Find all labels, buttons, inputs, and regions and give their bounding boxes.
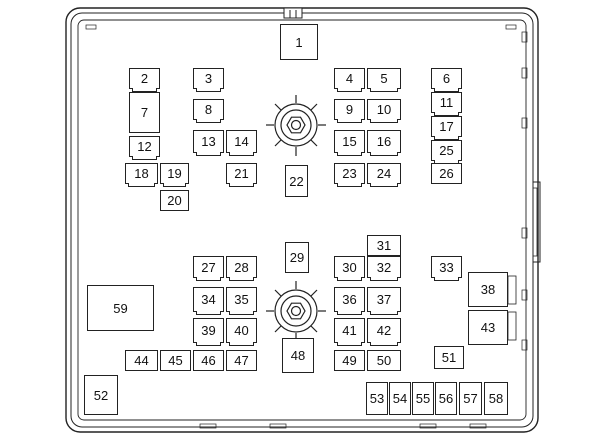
fuse-33: 33 — [431, 256, 462, 281]
fuse-2: 2 — [129, 68, 160, 92]
fuse-28: 28 — [226, 256, 257, 281]
fuse-18: 18 — [125, 163, 158, 187]
fuse-46: 46 — [193, 350, 224, 371]
fuse-9: 9 — [334, 99, 365, 123]
fuse-21: 21 — [226, 163, 257, 187]
fuse-20: 20 — [160, 190, 189, 211]
fuse-7: 7 — [129, 92, 160, 133]
fuse-32: 32 — [367, 256, 401, 281]
fuse-12: 12 — [129, 136, 160, 160]
fuse-58: 58 — [484, 382, 508, 415]
fuse-13: 13 — [193, 130, 224, 156]
fuse-57: 57 — [459, 382, 482, 415]
fuse-40: 40 — [226, 318, 257, 346]
fuse-23: 23 — [334, 163, 365, 187]
fuse-10: 10 — [367, 99, 401, 123]
fuse-34: 34 — [193, 287, 224, 315]
fuse-27: 27 — [193, 256, 224, 281]
fuse-8: 8 — [193, 99, 224, 123]
fuse-25: 25 — [431, 140, 462, 164]
fuse-53: 53 — [366, 382, 388, 415]
fuse-42: 42 — [367, 318, 401, 346]
fuse-29: 29 — [285, 242, 309, 273]
fuse-4: 4 — [334, 68, 365, 92]
fuse-11: 11 — [431, 92, 462, 116]
fuse-48: 48 — [282, 338, 314, 373]
fuse-41: 41 — [334, 318, 365, 346]
fuse-19: 19 — [160, 163, 189, 187]
fuse-22: 22 — [285, 165, 308, 197]
fuse-47: 47 — [226, 350, 257, 371]
fuse-16: 16 — [367, 130, 401, 156]
fuse-50: 50 — [367, 350, 401, 371]
fuse-17: 17 — [431, 116, 462, 140]
fuse-37: 37 — [367, 287, 401, 315]
fuse-1: 1 — [280, 24, 318, 60]
fuse-45: 45 — [160, 350, 191, 371]
fuse-36: 36 — [334, 287, 365, 315]
fuse-39: 39 — [193, 318, 224, 346]
stud-lower — [266, 281, 326, 342]
fuse-14: 14 — [226, 130, 257, 156]
fuse-30: 30 — [334, 256, 365, 281]
fuse-26: 26 — [431, 163, 462, 184]
fuse-24: 24 — [367, 163, 401, 187]
fuse-3: 3 — [193, 68, 224, 92]
fuse-51: 51 — [434, 346, 464, 369]
fuse-55: 55 — [412, 382, 434, 415]
fuse-6: 6 — [431, 68, 462, 92]
fuse-52: 52 — [84, 375, 118, 415]
fuse-59: 59 — [87, 285, 154, 331]
fuse-38: 38 — [468, 272, 508, 307]
fuse-44: 44 — [125, 350, 158, 371]
fuse-5: 5 — [367, 68, 401, 92]
fuse-35: 35 — [226, 287, 257, 315]
stud-upper — [266, 95, 326, 156]
fuse-56: 56 — [435, 382, 457, 415]
fuse-49: 49 — [334, 350, 365, 371]
fuse-43: 43 — [468, 310, 508, 345]
fuse-31: 31 — [367, 235, 401, 256]
fuse-54: 54 — [389, 382, 411, 415]
fuse-15: 15 — [334, 130, 365, 156]
